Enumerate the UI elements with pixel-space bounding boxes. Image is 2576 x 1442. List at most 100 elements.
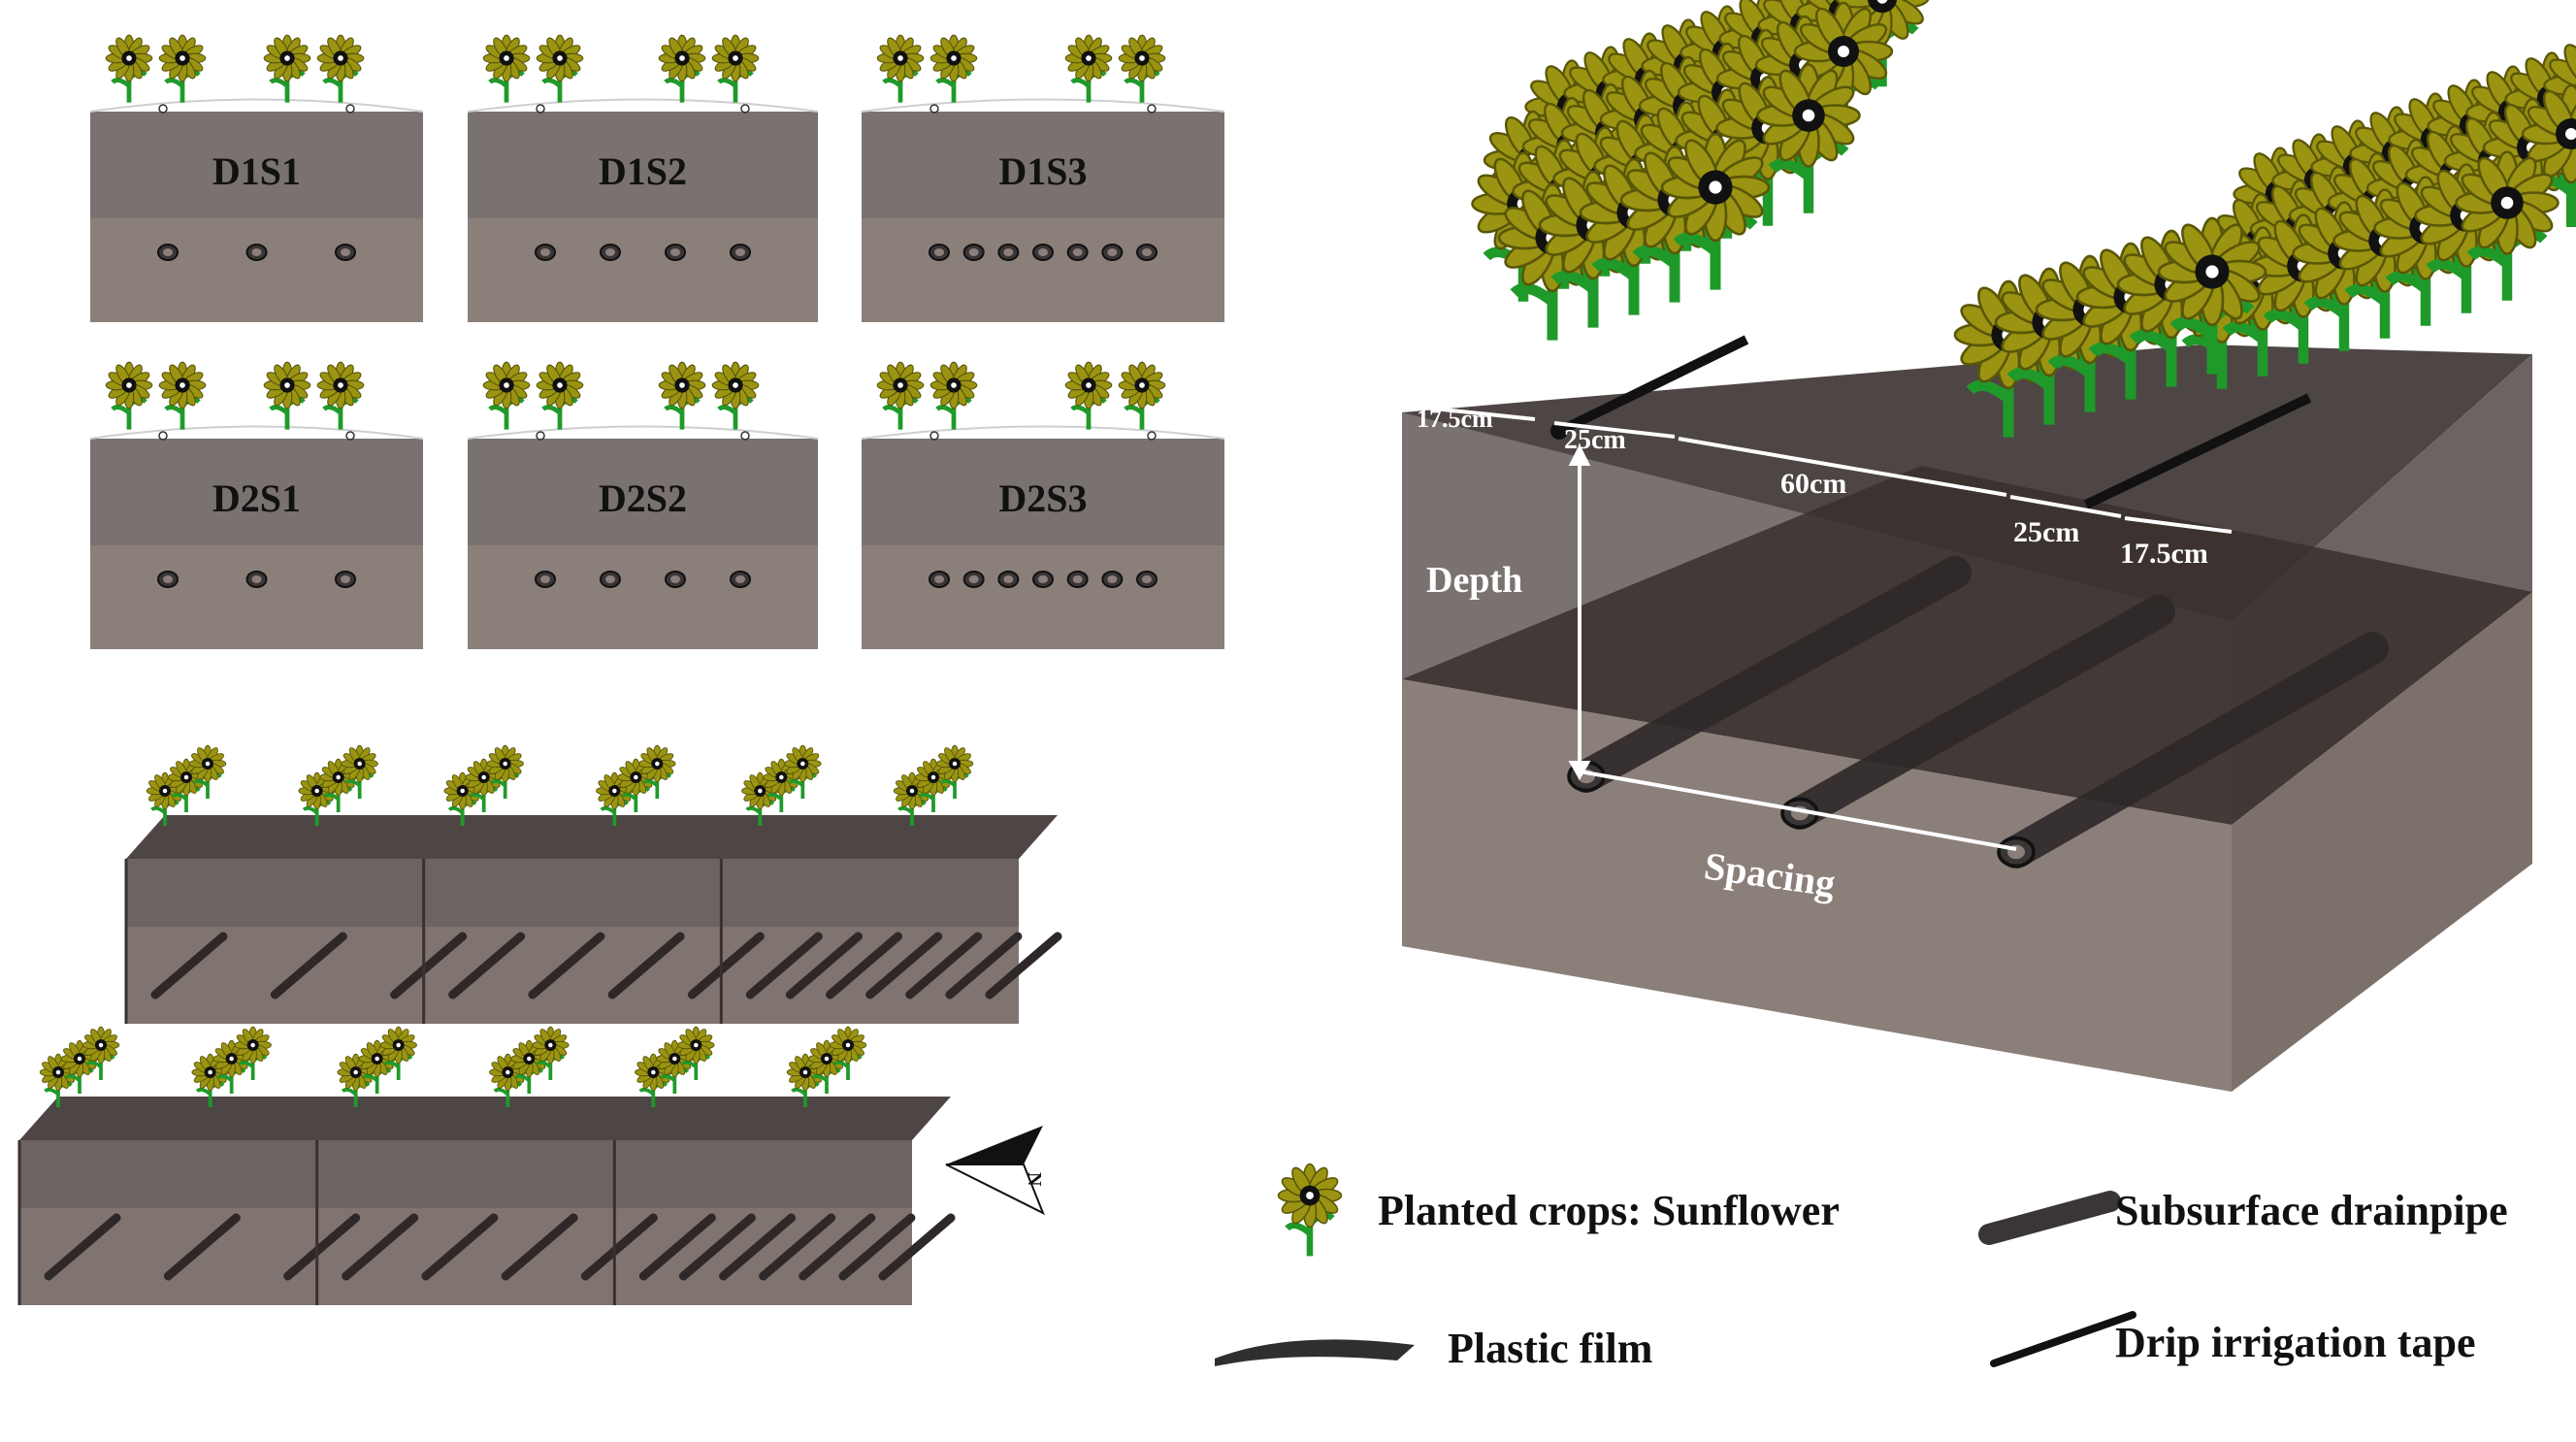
cross-section-panel: D2S1	[89, 362, 424, 649]
drainpipe	[44, 1213, 121, 1281]
drainpipe-end	[600, 571, 621, 588]
cross-section-panel: D1S3	[861, 35, 1225, 322]
drip-tape	[740, 431, 750, 441]
sunflower-icon	[264, 362, 310, 429]
sunflower-icon	[317, 35, 364, 102]
drip-tape	[740, 104, 750, 114]
sunflower-icon	[106, 35, 152, 102]
drainpipe-end	[1101, 244, 1124, 261]
upper-soil	[90, 112, 423, 218]
drip-tape	[1147, 431, 1157, 441]
dim-right-tape: 25cm	[2013, 516, 2079, 548]
sunflower-icon	[712, 35, 759, 102]
upper-soil	[862, 112, 1224, 218]
drainpipe-end	[1136, 244, 1158, 261]
dim-right-edge: 17.5cm	[2120, 538, 2208, 570]
legend-drainpipe-label: Subsurface drainpipe	[2115, 1187, 2508, 1234]
drip-tape	[1147, 104, 1157, 114]
drainpipe	[283, 1213, 361, 1281]
sunflower-icon	[317, 362, 364, 429]
drainpipe-end	[1101, 571, 1124, 588]
plastic-film	[89, 98, 424, 113]
north-arrow	[945, 1126, 1045, 1216]
drip-tape	[1559, 335, 1749, 435]
drainpipe-end	[962, 571, 985, 588]
drainpipe-end	[157, 571, 179, 588]
drainpipe	[865, 932, 943, 1000]
lower-soil	[468, 545, 818, 649]
sunflower-icon	[483, 35, 530, 102]
drainpipe-end	[245, 244, 268, 261]
drainpipe-end	[245, 571, 268, 588]
drainpipe	[580, 1213, 658, 1281]
lower-soil-side	[2232, 592, 2532, 1092]
drainpipe	[448, 932, 526, 1000]
lower-soil	[468, 218, 818, 322]
drainpipe	[501, 1213, 578, 1281]
lower-soil	[90, 218, 423, 322]
drainpipe-end	[929, 571, 950, 588]
drainpipe	[687, 932, 765, 1000]
sunflower-icon	[1065, 362, 1112, 429]
sunflower-icon	[659, 35, 705, 102]
field-layout	[17, 745, 1062, 1305]
drainpipe	[945, 932, 1023, 1000]
dim-middle: 60cm	[1780, 468, 1846, 500]
drainpipe	[759, 1213, 836, 1281]
drainpipe-end	[600, 244, 621, 261]
drip-tape	[2083, 393, 2312, 509]
dim-left-tape: 25cm	[1564, 425, 1626, 455]
legend-film-label: Plastic film	[1448, 1325, 1652, 1372]
plastic-film	[861, 425, 1225, 440]
sunflower-icon	[159, 35, 206, 102]
drainpipe	[985, 932, 1062, 1000]
sunflower-icon	[712, 362, 759, 429]
drainpipe-end	[929, 244, 950, 261]
upper-soil	[468, 112, 818, 218]
sunflower-icon	[483, 362, 530, 429]
drainpipe-end	[1032, 571, 1054, 588]
drip-tape	[929, 104, 939, 114]
lower-soil	[126, 927, 1019, 1024]
drip-tape	[158, 431, 168, 441]
drainpipe	[678, 1213, 756, 1281]
drip-tape	[536, 104, 545, 114]
drainpipe-end	[665, 571, 686, 588]
soil-surface	[19, 1097, 951, 1140]
plastic-film	[861, 98, 1225, 113]
lower-soil	[19, 1208, 912, 1305]
drip-tape	[345, 431, 355, 441]
drainpipe-end	[997, 571, 1020, 588]
plastic-film	[467, 98, 819, 113]
drainpipe-end	[1066, 244, 1089, 261]
detail-block	[1402, 335, 2532, 1092]
field-block	[124, 745, 1062, 1024]
sunflower-icon	[159, 362, 206, 429]
drip-tape	[929, 431, 939, 441]
sunflower-icon	[106, 362, 152, 429]
drainpipe	[607, 932, 685, 1000]
upper-soil	[862, 439, 1224, 545]
drainpipe-end	[1032, 244, 1054, 261]
field-block	[17, 1027, 956, 1305]
drainpipe-end	[157, 244, 179, 261]
plastic-film	[467, 425, 819, 440]
dimension-lines	[1404, 404, 2233, 851]
drainpipe	[719, 1213, 797, 1281]
cross-section-panel: D2S2	[467, 362, 819, 649]
drip-tape-end	[1550, 422, 1568, 440]
drainpipe	[150, 932, 228, 1000]
drainpipe	[785, 932, 863, 1000]
legend-tape-label: Drip irrigation tape	[2115, 1319, 2476, 1366]
drainpipe	[528, 932, 605, 1000]
drainpipe	[163, 1213, 241, 1281]
drainpipe-end	[730, 571, 751, 588]
drainpipe	[838, 1213, 916, 1281]
drainpipe	[878, 1213, 956, 1281]
sunflower-icon	[930, 35, 977, 102]
drainpipe-end	[665, 244, 686, 261]
sunflower-icon	[930, 362, 977, 429]
plastic-film	[89, 425, 424, 440]
lower-soil	[90, 545, 423, 649]
